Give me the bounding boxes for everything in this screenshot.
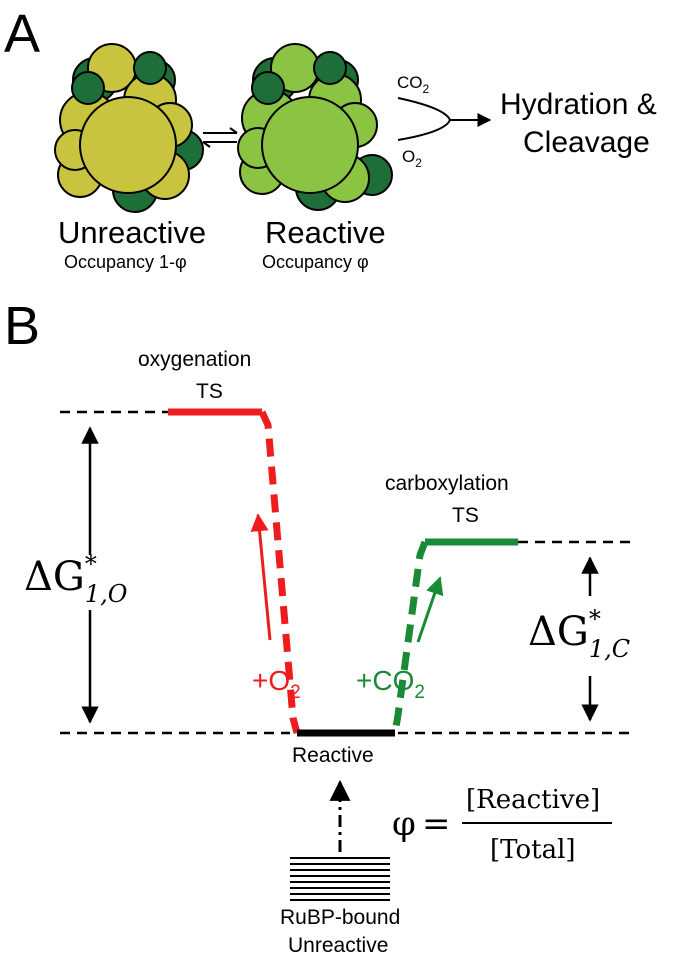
- unreactive-title: Unreactive: [58, 215, 206, 250]
- panel-b-label: B: [4, 296, 40, 356]
- rubp-bound-states-icon: [290, 857, 390, 901]
- unreactive-occupancy: Occupancy 1-φ: [64, 252, 187, 272]
- phi-denominator: [Total]: [490, 835, 576, 865]
- dg-carboxylation-label: ΔG*1,C: [528, 605, 630, 663]
- equilibrium-arrows-icon: [202, 127, 238, 148]
- rubp-label-line1: RuBP-bound: [280, 906, 400, 929]
- co2-label: CO2: [397, 73, 430, 96]
- oxygenation-ts-label-line1: oxygenation: [138, 348, 251, 371]
- dg-oxygenation-label: ΔG*1,O: [24, 550, 128, 608]
- oxygenation-arrow-icon: [250, 513, 272, 641]
- product-line1: Hydration &: [500, 88, 657, 121]
- panel-a-label: A: [4, 4, 40, 64]
- plus-co2-label: +CO2: [356, 665, 425, 703]
- carboxylation-ts-label-line2: TS: [452, 504, 479, 527]
- plus-o2-label: +O2: [252, 665, 301, 703]
- reactive-occupancy: Occupancy φ: [262, 252, 369, 272]
- carboxylation-arrow-icon: [416, 576, 444, 643]
- phi-symbol: φ: [392, 804, 416, 844]
- reactive-title: Reactive: [265, 215, 386, 250]
- phi-numerator: [Reactive]: [466, 785, 600, 815]
- o2-label: O2: [402, 147, 422, 170]
- phi-equals: =: [422, 804, 451, 844]
- rubp-label-line2: Unreactive: [288, 934, 388, 957]
- reactive-level-label: Reactive: [292, 744, 374, 767]
- product-line2: Cleavage: [523, 126, 650, 159]
- unreactive-enzyme-icon: [54, 43, 204, 213]
- reaction-merge-arrow-icon: [397, 97, 492, 141]
- reactive-enzyme-icon: [237, 43, 393, 211]
- carboxylation-pathway-line: [391, 540, 429, 734]
- oxygenation-ts-label-line2: TS: [196, 380, 223, 403]
- carboxylation-ts-label-line1: carboxylation: [385, 472, 509, 495]
- oxygenation-pathway-line: [258, 410, 301, 734]
